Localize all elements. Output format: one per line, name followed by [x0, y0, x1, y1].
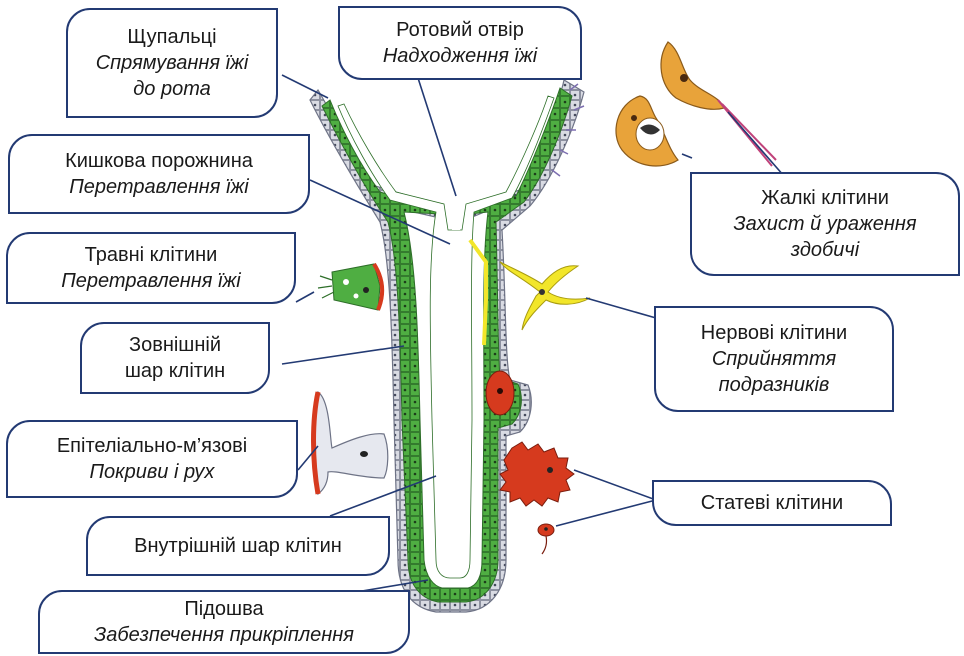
label-gut-cavity: Кишкова порожнина Перетравлення їжі	[8, 134, 310, 214]
tentacles-function: Спрямування їжі	[96, 50, 249, 76]
label-epithelial-muscle: Епітеліально-м’язові Покриви і рух	[6, 420, 298, 498]
label-outer-layer: Зовнішній шар клітин	[80, 322, 270, 394]
label-sex-cells: Статеві клітини	[652, 480, 892, 526]
tentacles-title: Щупальці	[127, 24, 216, 50]
stinging-cells-title: Жалкі клітини	[761, 185, 889, 211]
label-tentacles: Щупальці Спрямування їжі до рота	[66, 8, 278, 118]
outer-layer-line1: Зовнішній	[129, 332, 221, 358]
digestive-cells-function: Перетравлення їжі	[61, 268, 240, 294]
stinging-cells-function: Захист й ураження	[733, 211, 916, 237]
epithelial-muscle-cell-illustration	[314, 392, 388, 494]
sole-function: Забезпечення прикріплення	[94, 622, 354, 648]
label-sole: Підошва Забезпечення прикріплення	[38, 590, 410, 654]
nerve-cell-illustration	[500, 262, 590, 330]
mouth-function: Надходження їжі	[383, 43, 537, 69]
outer-layer-line2: шар клітин	[125, 358, 225, 384]
label-digestive-cells: Травні клітини Перетравлення їжі	[6, 232, 296, 304]
label-inner-layer: Внутрішній шар клітин	[86, 516, 390, 576]
label-nerve-cells: Нервові клітини Сприйняття подразників	[654, 306, 894, 412]
sex-cells-title: Статеві клітини	[701, 490, 843, 516]
label-mouth: Ротовий отвір Надходження їжі	[338, 6, 582, 80]
digestive-cell-illustration	[318, 264, 382, 310]
nerve-cells-function: Сприйняття	[712, 346, 836, 372]
epithelial-muscle-function: Покриви і рух	[90, 459, 215, 485]
nerve-cells-function-2: подразників	[719, 372, 830, 398]
label-stinging-cells: Жалкі клітини Захист й ураження здобичі	[690, 172, 960, 276]
stinging-cells-function-2: здобичі	[791, 237, 859, 263]
tentacles-function-2: до рота	[133, 76, 211, 102]
epithelial-muscle-title: Епітеліально-м’язові	[57, 433, 247, 459]
sex-cells-illustration	[500, 442, 574, 554]
sole-title: Підошва	[184, 596, 263, 622]
digestive-cells-title: Травні клітини	[85, 242, 218, 268]
mouth-title: Ротовий отвір	[396, 17, 524, 43]
inner-layer-title: Внутрішній шар клітин	[134, 533, 342, 559]
gut-cavity-function: Перетравлення їжі	[69, 174, 248, 200]
nerve-cells-title: Нервові клітини	[701, 320, 847, 346]
stinging-cells-illustration	[616, 42, 776, 166]
gut-cavity-title: Кишкова порожнина	[65, 148, 253, 174]
